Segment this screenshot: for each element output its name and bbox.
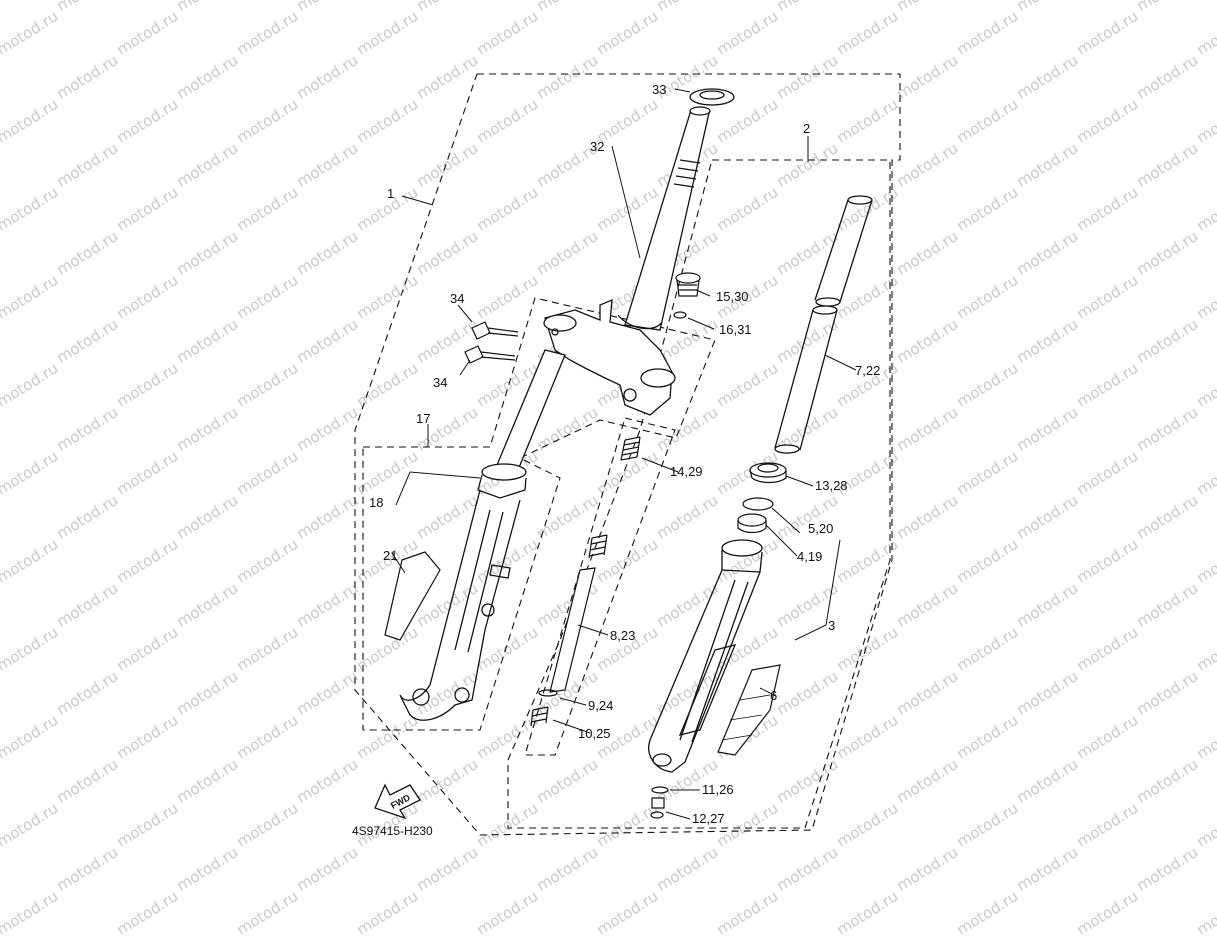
callout-9-24: 9,24 — [588, 698, 613, 713]
damper-rod — [530, 534, 608, 727]
right-outer-tube — [648, 539, 763, 773]
callout-21: 21 — [383, 548, 397, 563]
callout-6: 6 — [770, 688, 777, 703]
assembly-frame-1 — [354, 73, 901, 836]
callout-13-28: 13,28 — [815, 478, 848, 493]
callout-14-29: 14,29 — [670, 464, 703, 479]
callout-8-23: 8,23 — [610, 628, 635, 643]
under-bracket — [543, 298, 676, 416]
diagram-code: 4S97415-H230 — [352, 824, 433, 838]
assembly-frame-17 — [362, 297, 716, 731]
callout-4-19: 4,19 — [797, 549, 822, 564]
callout-34-lower: 34 — [433, 375, 447, 390]
assembly-frame-2 — [507, 159, 891, 829]
drain-bolt — [650, 797, 665, 819]
left-cover — [384, 551, 441, 641]
left-inner-tube — [496, 349, 566, 471]
callout-10-25: 10,25 — [578, 726, 611, 741]
callout-5-20: 5,20 — [808, 521, 833, 536]
pinch-bolts — [464, 321, 519, 364]
clip — [742, 497, 774, 511]
cap-bolt — [673, 272, 701, 319]
callout-15-30: 15,30 — [716, 289, 749, 304]
callout-34-upper: 34 — [450, 291, 464, 306]
internals-frame — [524, 417, 676, 756]
right-cover — [717, 664, 781, 756]
right-inner-tube — [774, 195, 873, 454]
drain-washer — [651, 786, 669, 794]
callout-3: 3 — [828, 618, 835, 633]
steering-stem — [617, 106, 711, 331]
bushing — [737, 513, 767, 534]
left-outer-tube — [399, 463, 527, 721]
callout-1: 1 — [387, 186, 394, 201]
spring-upper — [620, 436, 641, 461]
diagram-svg: 33 32 1 2 34 34 15,30 16,31 7,22 17 14,2… — [352, 73, 901, 838]
callout-16-31: 16,31 — [719, 322, 752, 337]
leader-lines — [391, 88, 857, 820]
right-cover-pattern — [721, 694, 771, 741]
callout-32: 32 — [590, 139, 604, 154]
oil-seal — [749, 462, 787, 484]
callout-11-26: 11,26 — [702, 782, 734, 797]
callout-7-22: 7,22 — [855, 363, 880, 378]
callout-12-27: 12,27 — [692, 811, 725, 826]
fwd-arrow-icon — [374, 783, 421, 820]
callout-33: 33 — [652, 82, 666, 97]
callout-18: 18 — [369, 495, 383, 510]
callout-17: 17 — [416, 411, 430, 426]
callout-2: 2 — [803, 121, 810, 136]
stem-nut — [689, 88, 735, 106]
